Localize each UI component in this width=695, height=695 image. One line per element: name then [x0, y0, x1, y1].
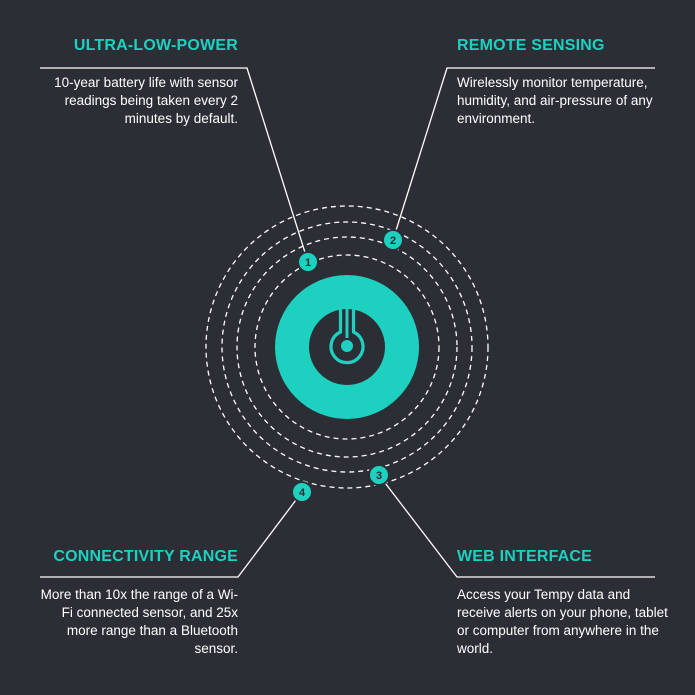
- feature-text-web-interface: Access your Tempy data and receive alert…: [457, 587, 668, 656]
- connector-line-4: [40, 491, 303, 578]
- badge-1-number: 1: [305, 257, 311, 269]
- orbit-ring-3: [221, 221, 473, 473]
- connector-line-1: [40, 67, 309, 263]
- badge-1[interactable]: 1: [297, 251, 319, 273]
- feature-text-remote-sensing: Wirelessly monitor temperature, humidity…: [457, 75, 653, 126]
- badge-2[interactable]: 2: [382, 229, 404, 251]
- thermometer-icon: [329, 293, 365, 365]
- connector-line-3: [378, 474, 655, 578]
- feature-title-connectivity-range: CONNECTIVITY RANGE: [53, 548, 238, 565]
- badge-4-number: 4: [299, 487, 306, 499]
- feature-title-remote-sensing: REMOTE SENSING: [457, 37, 605, 54]
- badge-3[interactable]: 3: [368, 464, 390, 486]
- badge-3-number: 3: [376, 470, 382, 482]
- feature-title-ultra-low-power: ULTRA-LOW-POWER: [73, 37, 238, 54]
- badge-2-number: 2: [390, 235, 396, 247]
- orbit-ring-2: [236, 236, 458, 458]
- feature-title-web-interface: WEB INTERFACE: [457, 548, 593, 565]
- connector-lines: [40, 67, 655, 578]
- orbit-ring-1: [254, 254, 440, 440]
- central-device: [275, 275, 419, 419]
- orbit-ring-4: [205, 205, 489, 489]
- feature-text-connectivity-range: More than 10x the range of a Wi-Fi conne…: [40, 587, 238, 656]
- connector-line-2: [392, 67, 655, 241]
- feature-text-ultra-low-power: 10-year battery life with sensor reading…: [54, 75, 238, 126]
- orbit-rings: [205, 205, 489, 489]
- badge-4[interactable]: 4: [291, 481, 313, 503]
